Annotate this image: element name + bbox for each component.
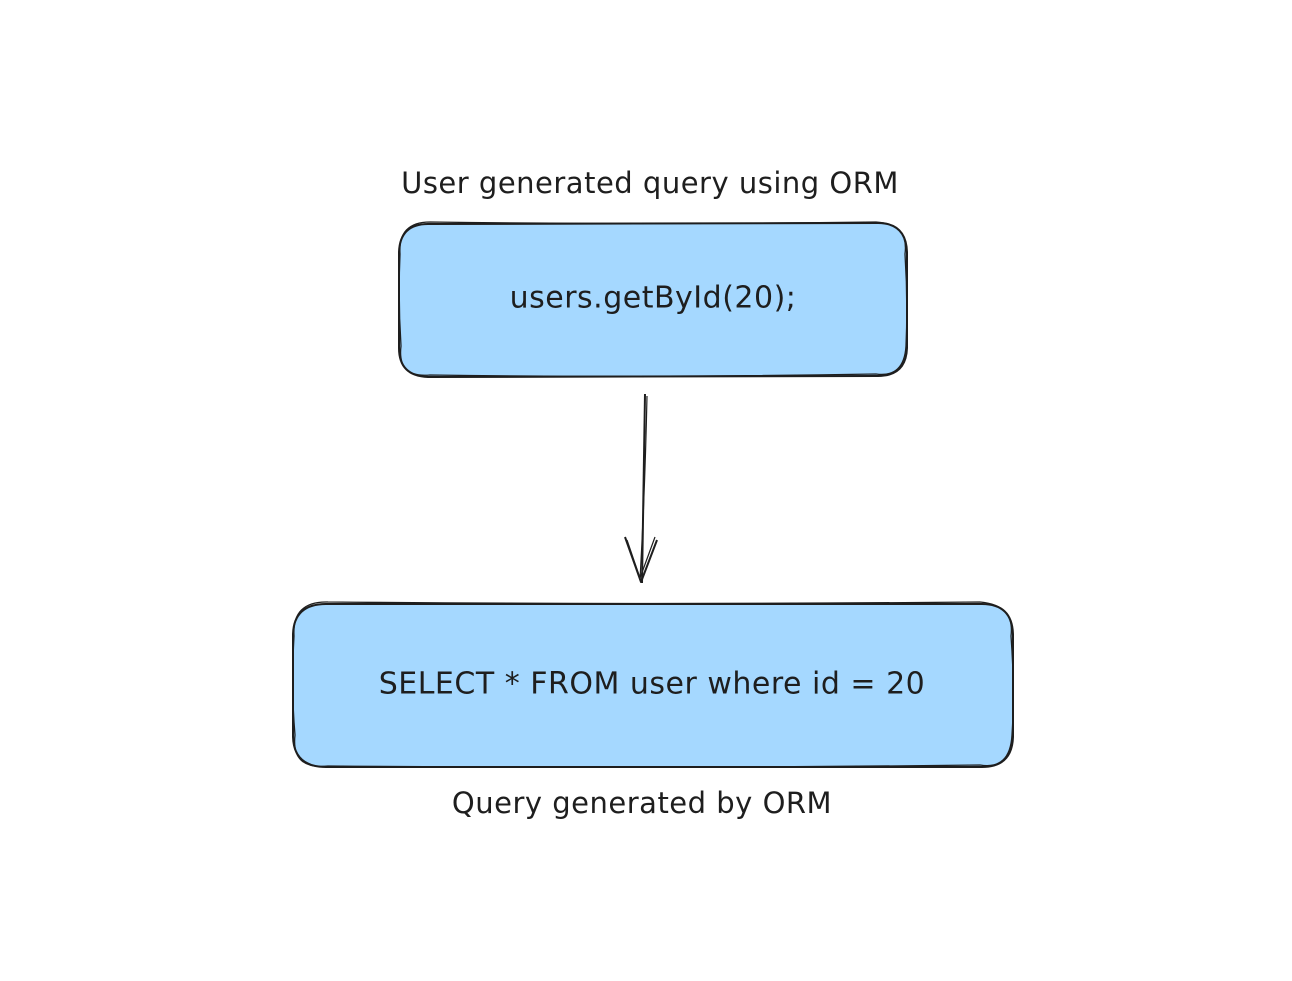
arrow-down bbox=[624, 393, 658, 584]
top-box-code-text: users.getById(20); bbox=[509, 280, 797, 316]
bottom-box-caption: Query generated by ORM bbox=[451, 786, 833, 820]
top-box[interactable] bbox=[398, 221, 908, 379]
bottom-box[interactable] bbox=[292, 601, 1014, 768]
top-box-caption: User generated query using ORM bbox=[401, 166, 899, 200]
bottom-box-sql-text: SELECT * FROM user where id = 20 bbox=[378, 666, 926, 702]
